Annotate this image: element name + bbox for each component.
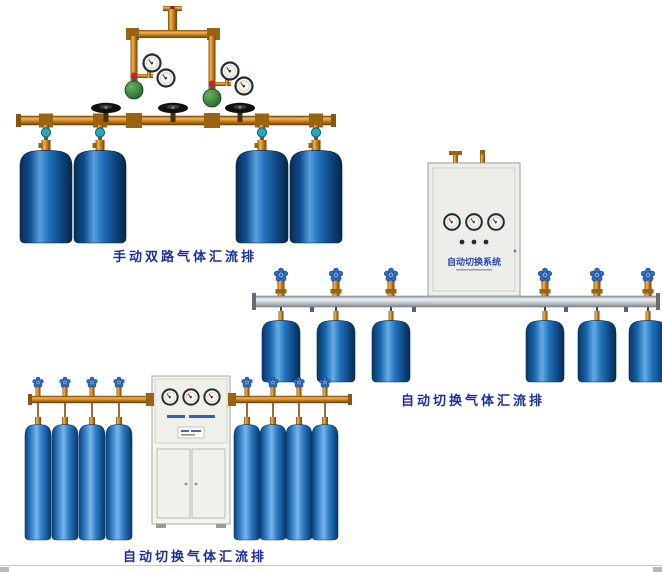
inlet-pipes — [126, 6, 220, 102]
product-caption-auto-wall: 自动切换气体汇流排 — [400, 393, 545, 408]
indicator-light — [483, 239, 489, 245]
product-caption-auto-floor: 自动切换气体汇流排 — [122, 549, 267, 564]
cabinet-label: 自动切换系统 — [447, 256, 501, 267]
cabinet-door-right — [191, 448, 226, 519]
product-caption-manual-dual: 手动双路气体汇流排 — [112, 249, 257, 264]
auto-switch-wall-illustration: 自动切换系统 — [252, 150, 662, 383]
drop-hoses — [35, 403, 328, 425]
product-manual-dual-manifold: 手动双路气体汇流排 — [6, 6, 346, 265]
cabinet-door-left — [156, 448, 191, 519]
indicator-light — [471, 239, 477, 245]
pressure-regulators — [124, 53, 254, 108]
auto-switch-floor-illustration — [24, 375, 352, 541]
cylinder-connectors — [273, 267, 656, 321]
cabinet-gauges — [443, 213, 505, 231]
indicator-light — [459, 239, 465, 245]
main-manifold-pipe — [16, 113, 336, 128]
cabinet-nameplate — [177, 426, 205, 439]
cabinet-lock — [513, 249, 517, 253]
product-auto-switch-wall: 自动切换系统 自动切换气体汇流排 — [252, 150, 662, 409]
product-auto-switch-floor: 自动切换气体汇流排 — [18, 372, 363, 565]
control-cabinet — [146, 375, 236, 528]
page-bottom-border — [0, 565, 662, 572]
control-cabinet: 自动切换系统 — [427, 150, 521, 297]
cabinet-gauges — [161, 388, 221, 406]
manual-dual-manifold-illustration — [16, 6, 343, 244]
cylinder-connections — [38, 125, 322, 153]
